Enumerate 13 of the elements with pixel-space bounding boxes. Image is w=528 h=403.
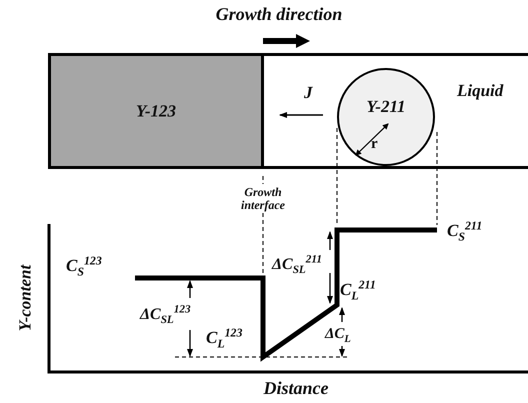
radius-label: r bbox=[371, 137, 378, 152]
region-label: Liquid bbox=[457, 82, 504, 99]
region-label: Y-123 bbox=[136, 102, 176, 120]
interface-label: Growth interface bbox=[240, 186, 286, 212]
region-label: Y-211 bbox=[366, 98, 406, 115]
axis-title: Y-content bbox=[16, 264, 34, 332]
solid-block bbox=[51, 56, 264, 166]
difference-label: ΔC$_{L}$ bbox=[325, 327, 351, 342]
particle-circle bbox=[337, 68, 435, 166]
axis-title: Growth direction bbox=[216, 5, 342, 23]
liquid-region bbox=[48, 53, 528, 169]
axis-title: Distance bbox=[264, 379, 328, 397]
flux-label: J bbox=[304, 84, 312, 101]
